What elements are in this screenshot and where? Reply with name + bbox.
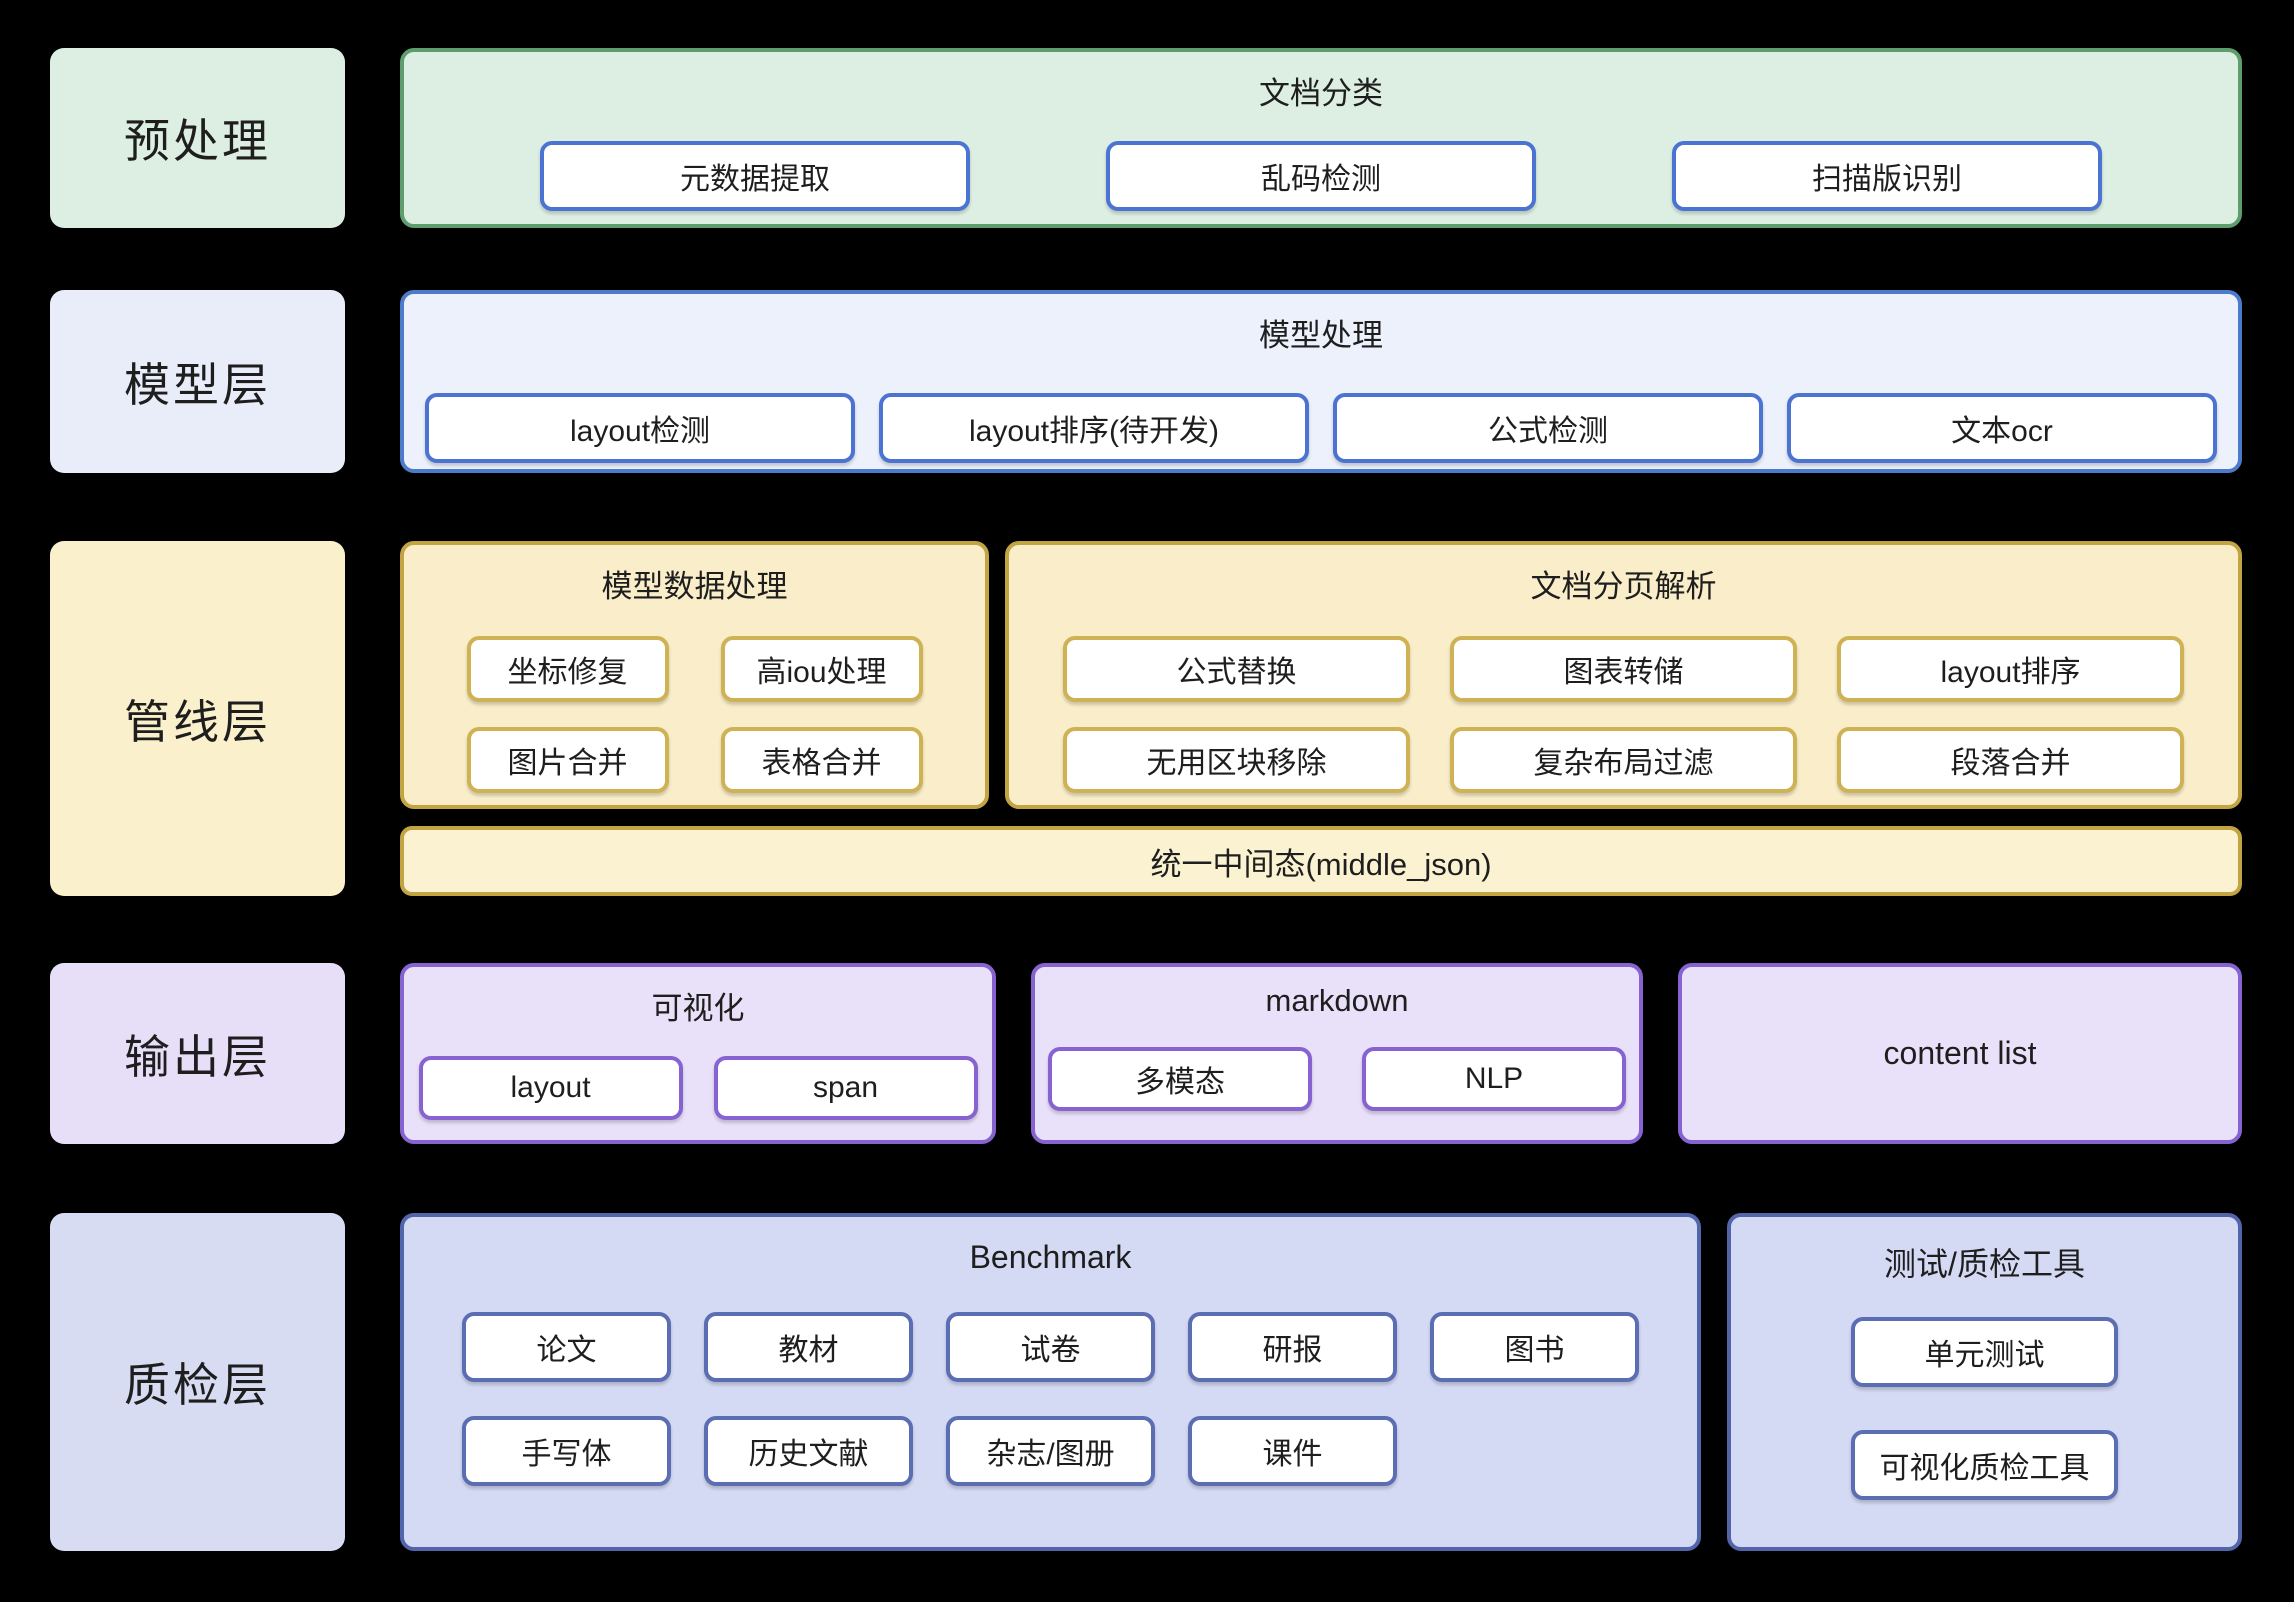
node-image-merge: 图片合并 bbox=[466, 727, 669, 793]
node-bench-historical-literature: 历史文献 bbox=[704, 1416, 913, 1486]
node-layout-sort: layout排序 bbox=[1837, 636, 2184, 702]
node-bench-textbook: 教材 bbox=[704, 1312, 913, 1382]
group-model-data-processing: 模型数据处理 坐标修复 高iou处理 图片合并 表格合并 bbox=[400, 541, 989, 809]
node-bench-book: 图书 bbox=[1430, 1312, 1639, 1382]
group-title: 模型处理 bbox=[1259, 318, 1383, 353]
node-bench-courseware: 课件 bbox=[1188, 1416, 1397, 1486]
node-coordinate-fix: 坐标修复 bbox=[466, 636, 669, 702]
group-title: 模型数据处理 bbox=[601, 569, 788, 604]
node-formula-detection: 公式检测 bbox=[1333, 393, 1763, 463]
group-benchmark: Benchmark 论文 教材 试卷 研报 图书 手写体 历史文献 杂志/图册 … bbox=[400, 1213, 1701, 1551]
group-title: 文档分页解析 bbox=[1530, 569, 1717, 604]
group-doc-page-parsing: 文档分页解析 公式替换 图表转储 layout排序 无用区块移除 复杂布局过滤 … bbox=[1005, 541, 2242, 809]
group-test-qa-tools: 测试/质检工具 单元测试 可视化质检工具 bbox=[1727, 1213, 2242, 1551]
node-visual-qa-tool: 可视化质检工具 bbox=[1851, 1430, 2118, 1500]
group-markdown: markdown 多模态 NLP bbox=[1031, 963, 1643, 1144]
node-garbled-text-detection: 乱码检测 bbox=[1106, 141, 1536, 211]
node-viz-layout: layout bbox=[418, 1056, 683, 1120]
layer-row-pipeline: 管线层 模型数据处理 坐标修复 高iou处理 图片合并 表格合并 文档分页解析 … bbox=[50, 541, 2242, 896]
group-title: 文档分类 bbox=[1259, 76, 1383, 111]
group-model-processing: 模型处理 layout检测 layout排序(待开发) 公式检测 文本ocr bbox=[400, 290, 2242, 473]
group-content-list: content list bbox=[1678, 963, 2242, 1144]
layer-label-qa: 质检层 bbox=[50, 1213, 345, 1551]
node-md-multimodal: 多模态 bbox=[1048, 1047, 1312, 1111]
node-complex-layout-filter: 复杂布局过滤 bbox=[1450, 727, 1797, 793]
layer-row-output: 输出层 可视化 layout span markdown 多模态 NLP con… bbox=[50, 963, 2242, 1144]
layer-row-model: 模型层 模型处理 layout检测 layout排序(待开发) 公式检测 文本o… bbox=[50, 290, 2242, 473]
layer-row-qa: 质检层 Benchmark 论文 教材 试卷 研报 图书 手写体 历史文献 杂志… bbox=[50, 1213, 2242, 1551]
layer-label-output: 输出层 bbox=[50, 963, 345, 1144]
node-viz-span: span bbox=[713, 1056, 978, 1120]
node-bench-magazine-album: 杂志/图册 bbox=[946, 1416, 1155, 1486]
node-bench-paper: 论文 bbox=[462, 1312, 671, 1382]
node-paragraph-merge: 段落合并 bbox=[1837, 727, 2184, 793]
node-scanned-doc-recognition: 扫描版识别 bbox=[1672, 141, 2102, 211]
node-unit-test: 单元测试 bbox=[1851, 1317, 2118, 1387]
node-layout-detection: layout检测 bbox=[425, 393, 855, 463]
group-title: markdown bbox=[1265, 983, 1409, 1018]
node-text-ocr: 文本ocr bbox=[1787, 393, 2217, 463]
layer-row-preprocess: 预处理 文档分类 元数据提取 乱码检测 扫描版识别 bbox=[50, 48, 2242, 228]
node-table-merge: 表格合并 bbox=[720, 727, 923, 793]
group-title: 可视化 bbox=[651, 991, 745, 1026]
layer-label-pipeline: 管线层 bbox=[50, 541, 345, 896]
node-bench-handwriting: 手写体 bbox=[462, 1416, 671, 1486]
group-visualization: 可视化 layout span bbox=[400, 963, 996, 1144]
node-formula-replace: 公式替换 bbox=[1063, 636, 1410, 702]
node-bench-research-report: 研报 bbox=[1188, 1312, 1397, 1382]
group-title: 测试/质检工具 bbox=[1884, 1246, 2085, 1282]
node-metadata-extraction: 元数据提取 bbox=[540, 141, 970, 211]
node-high-iou-processing: 高iou处理 bbox=[720, 636, 923, 702]
node-useless-block-removal: 无用区块移除 bbox=[1063, 727, 1410, 793]
node-md-nlp: NLP bbox=[1362, 1047, 1626, 1111]
layer-label-preprocess: 预处理 bbox=[50, 48, 345, 228]
node-chart-dump: 图表转储 bbox=[1450, 636, 1797, 702]
middle-json-bar: 统一中间态(middle_json) bbox=[400, 826, 2242, 896]
group-title: Benchmark bbox=[969, 1239, 1132, 1275]
node-bench-exam-paper: 试卷 bbox=[946, 1312, 1155, 1382]
layer-label-model: 模型层 bbox=[50, 290, 345, 473]
node-layout-sort-todo: layout排序(待开发) bbox=[879, 393, 1309, 463]
group-title: content list bbox=[1883, 1035, 2037, 1071]
group-doc-classification: 文档分类 元数据提取 乱码检测 扫描版识别 bbox=[400, 48, 2242, 228]
